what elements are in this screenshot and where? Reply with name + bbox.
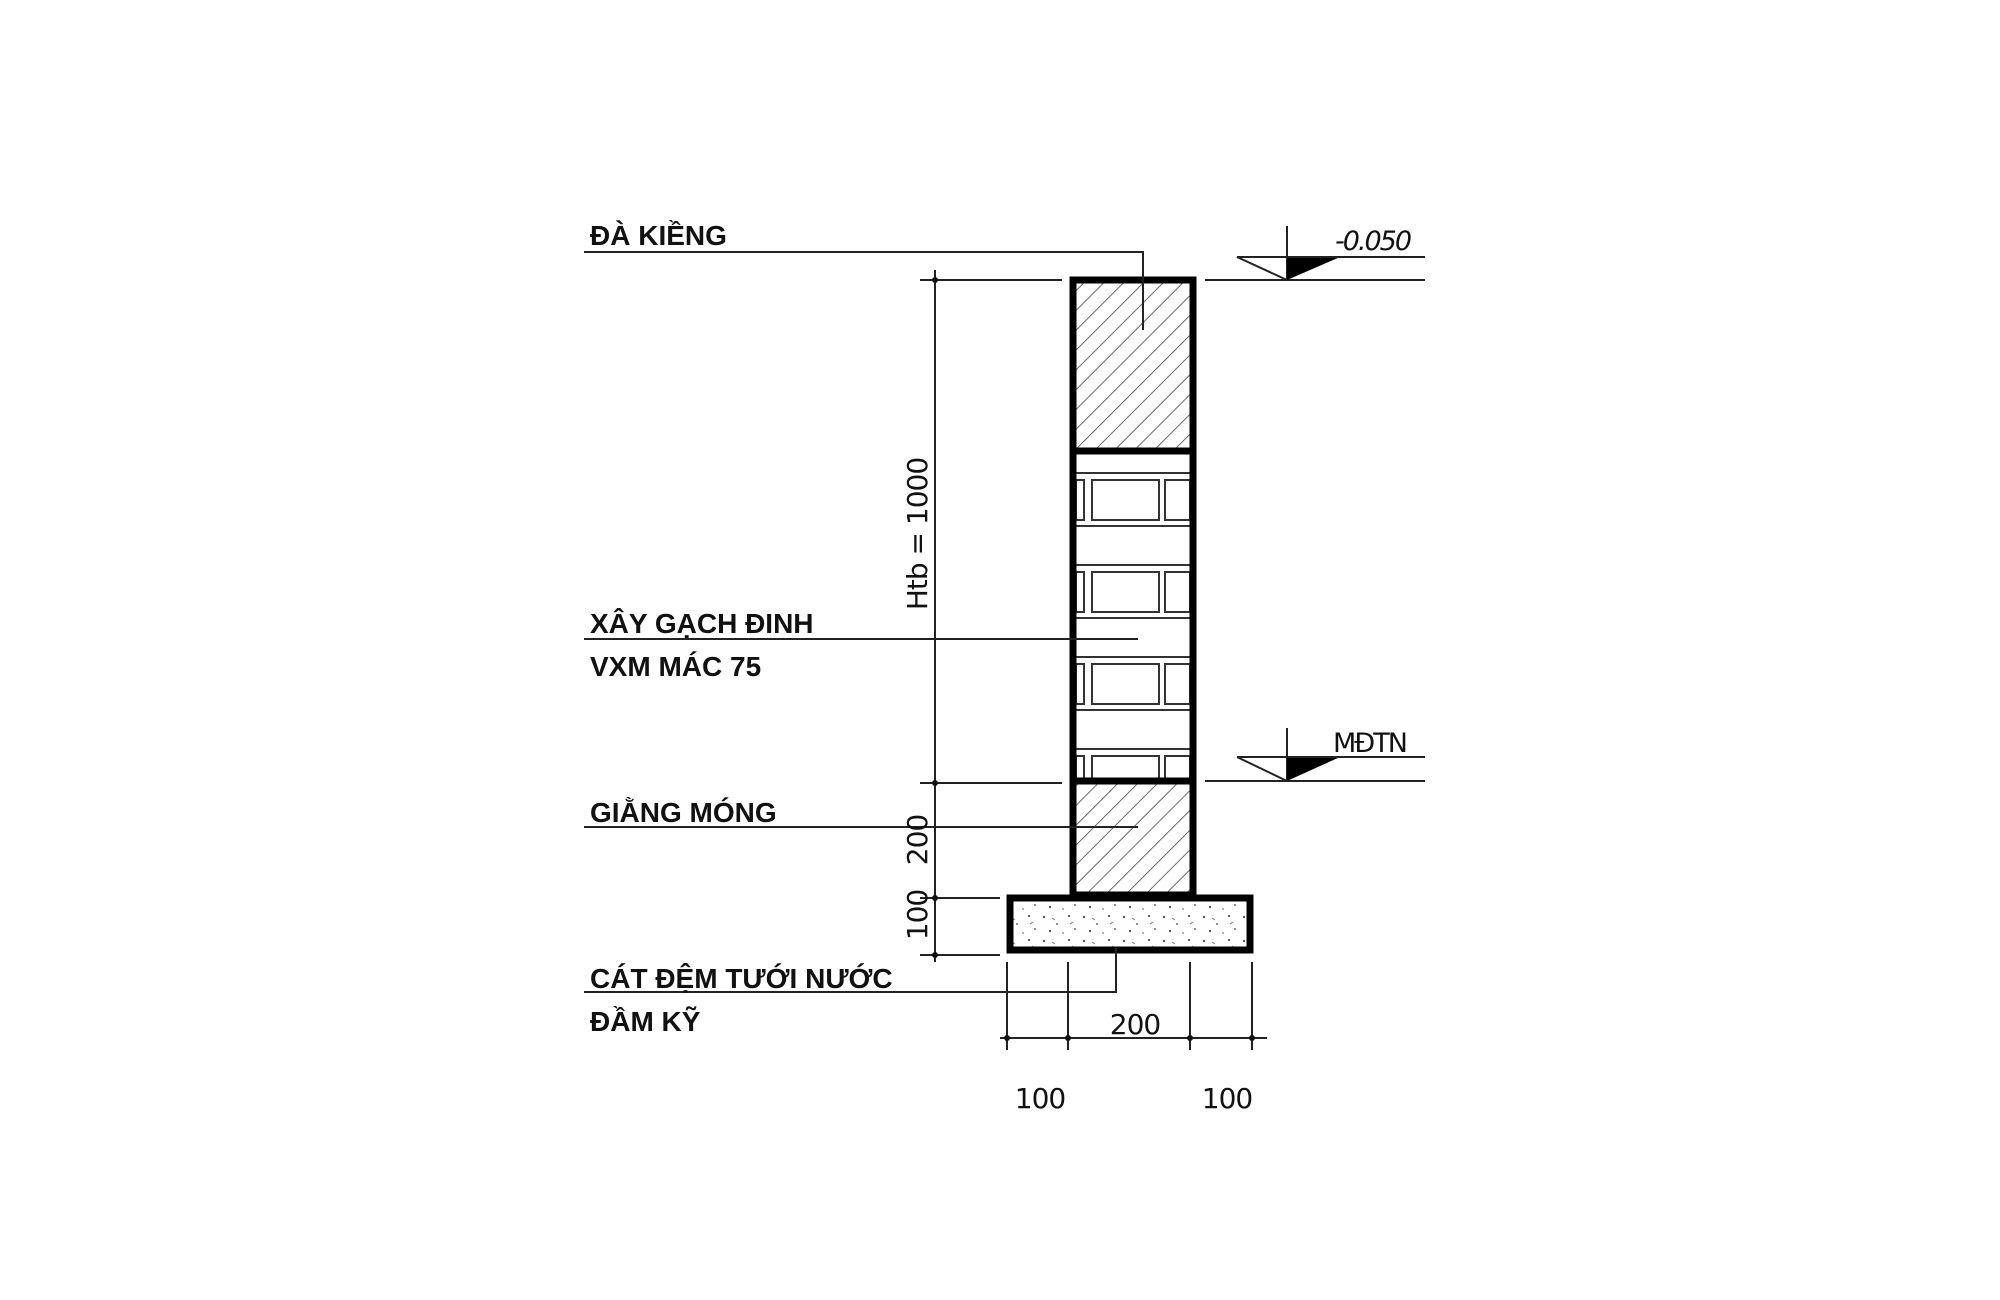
label-sand-line1: CÁT ĐỆM TƯỚI NƯỚC: [590, 963, 893, 994]
leader-lines: [584, 251, 1144, 993]
elevation-ground-label: MĐTN: [1333, 728, 1406, 759]
elevation-marker-top-icon: [1205, 226, 1425, 281]
label-brick-line1: XÂY GẠCH ĐINH: [590, 608, 814, 639]
vertical-dimension: [920, 270, 1062, 962]
brick-wall-section: [1075, 472, 1191, 782]
label-ground-beam: GIẰNG MÓNG: [590, 797, 777, 828]
horizontal-dimension: [1000, 962, 1267, 1050]
ground-beam-section: [1073, 781, 1193, 895]
tie-beam-section: [1073, 280, 1193, 451]
dim-footing-height: 100: [901, 890, 934, 940]
dim-beam-height: 200: [901, 815, 934, 865]
dim-wall-width: 200: [1110, 1008, 1160, 1041]
elevation-marker-ground-icon: [1205, 728, 1425, 782]
sand-cushion-section: [1006, 894, 1254, 954]
dim-left-offset: 100: [1015, 1082, 1065, 1115]
elevation-top-label: -0.050: [1335, 226, 1411, 257]
section-outline: [1069, 276, 1197, 899]
label-brick-line2: VXM MÁC 75: [590, 651, 761, 682]
label-sand-line2: ĐẦM KỸ: [590, 1006, 701, 1037]
dim-right-offset: 100: [1202, 1082, 1252, 1115]
label-tie-beam: ĐÀ KIỀNG: [590, 220, 727, 251]
dim-height: Htb = 1000: [901, 458, 934, 610]
